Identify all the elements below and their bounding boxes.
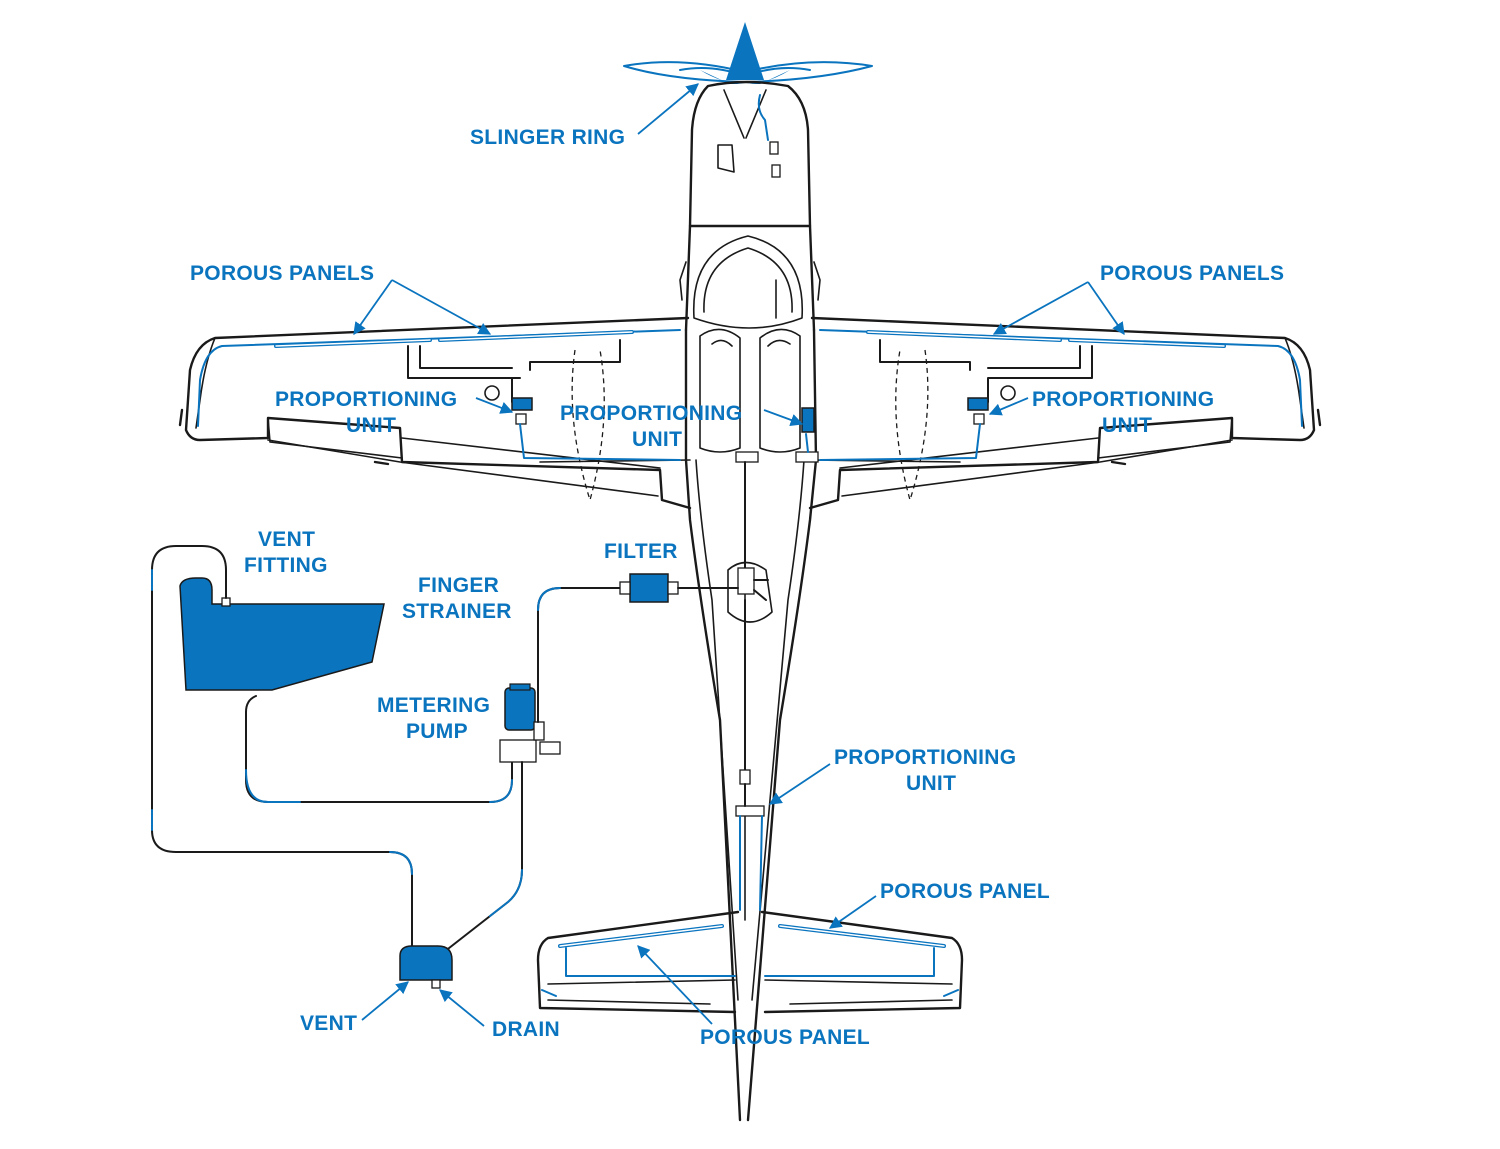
label-slinger-ring: SLINGER RING	[470, 126, 625, 149]
spinner-icon	[726, 22, 764, 80]
label-filter: FILTER	[604, 540, 678, 563]
label-vent-fitting-1: VENT	[258, 528, 315, 551]
propeller	[623, 22, 873, 84]
label-metering-pump-2: PUMP	[406, 720, 468, 743]
metering-pump-icon	[504, 687, 536, 731]
left-wing	[178, 316, 692, 510]
label-vent-fitting-2: FITTING	[244, 554, 328, 577]
horizontal-stabilizer	[536, 910, 964, 1014]
label-porous-panel-right-tail: POROUS PANEL	[880, 880, 1050, 903]
right-wing-plumbing	[819, 329, 1303, 461]
label-proportioning-tail-2: UNIT	[906, 772, 956, 795]
label-proportioning-right-1: PROPORTIONING	[1032, 388, 1214, 411]
tank-icon	[179, 577, 385, 691]
label-porous-panel-left-tail: POROUS PANEL	[700, 1026, 870, 1049]
labels: SLINGER RING POROUS PANELS POROUS PANELS…	[190, 83, 1284, 1049]
label-proportioning-left-2: UNIT	[346, 414, 396, 437]
label-proportioning-center-1: PROPORTIONING	[560, 402, 742, 425]
label-metering-pump-1: METERING	[377, 694, 490, 717]
fluid-system	[151, 545, 739, 989]
right-wing	[808, 316, 1322, 510]
label-porous-panels-right: POROUS PANELS	[1100, 262, 1284, 285]
label-finger-strainer-1: FINGER	[418, 574, 499, 597]
left-wing-plumbing	[197, 329, 681, 461]
vent-icon	[399, 945, 453, 981]
filter-icon	[629, 573, 669, 603]
label-drain: DRAIN	[492, 1018, 560, 1041]
label-proportioning-left-1: PROPORTIONING	[275, 388, 457, 411]
label-proportioning-right-2: UNIT	[1102, 414, 1152, 437]
label-vent: VENT	[300, 1012, 357, 1035]
tail-plumbing	[541, 924, 959, 997]
label-proportioning-center-2: UNIT	[632, 428, 682, 451]
fuselage	[679, 80, 821, 1122]
label-proportioning-tail-1: PROPORTIONING	[834, 746, 1016, 769]
label-porous-panels-left: POROUS PANELS	[190, 262, 374, 285]
label-finger-strainer-2: STRAINER	[402, 600, 512, 623]
fuselage-plumbing	[735, 94, 819, 911]
